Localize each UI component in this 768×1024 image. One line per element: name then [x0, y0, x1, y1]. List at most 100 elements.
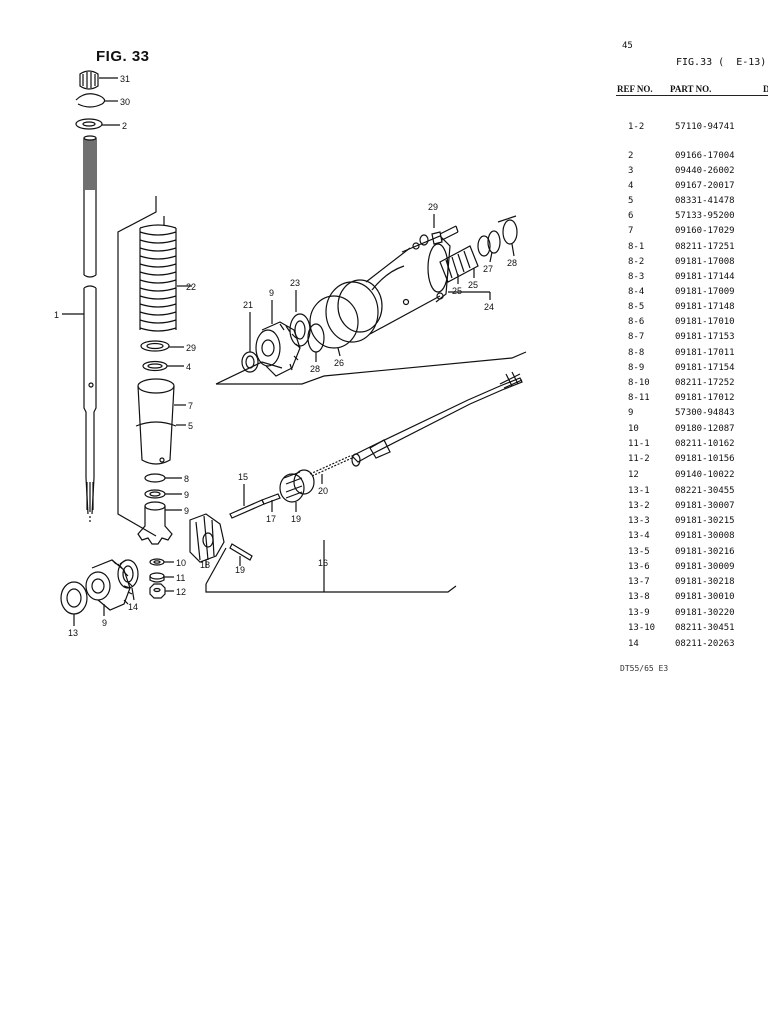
part-no-cell: 08331-41478 [675, 196, 735, 206]
callout-label: 24 [484, 302, 494, 312]
part-no-cell: 08211-17251 [675, 242, 735, 252]
spring-icon [279, 469, 315, 503]
pinion-gear-icon [137, 501, 173, 545]
spring-washer-icon [149, 572, 165, 583]
ref-no-cell: 8-4 [628, 287, 645, 297]
ref-no-cell: 3 [628, 166, 634, 176]
page-number: 45 [622, 41, 633, 51]
washer-icon [149, 558, 165, 566]
part-no-cell: 08211-17252 [675, 378, 735, 388]
part-no-cell: 09140-10022 [675, 470, 735, 480]
part-no-cell: 09181-30216 [675, 547, 735, 557]
ref-no-cell: 7 [628, 226, 634, 236]
ref-no-cell: 14 [628, 639, 639, 649]
ref-no-cell: 2 [628, 151, 634, 161]
push-rod-icon [229, 484, 265, 519]
callout-label: 29 [428, 202, 438, 212]
ref-no-cell: 13-2 [628, 501, 650, 511]
part-no-cell: 57110-94741 [675, 122, 735, 132]
bearing-icon [144, 489, 166, 499]
ref-no-cell: 8-11 [628, 393, 650, 403]
part-no-cell: 09181-17011 [675, 348, 735, 358]
callout-label: 14 [128, 602, 138, 612]
part-no-cell: 09167-20017 [675, 181, 735, 191]
callout-label: 1 [54, 310, 59, 320]
part-no-cell: 09181-17148 [675, 302, 735, 312]
part-no-cell: 09181-30218 [675, 577, 735, 587]
callout-label: 13 [68, 628, 78, 638]
ref-no-cell: 13-9 [628, 608, 650, 618]
part-no-cell: 09181-30009 [675, 562, 735, 572]
part-no-cell: 57133-95200 [675, 211, 735, 221]
callout-label: 20 [318, 486, 328, 496]
ref-no-cell: 8-7 [628, 332, 645, 342]
oil-seal-icon [487, 230, 501, 254]
ref-no-cell: 13-5 [628, 547, 650, 557]
part-no-cell: 09181-17009 [675, 287, 735, 297]
sleeve-bushing-icon [137, 378, 175, 465]
parts-list-title: FIG.33 ( E-13) [676, 57, 767, 68]
callout-label: 11 [176, 573, 185, 583]
callout-label: 4 [186, 362, 191, 372]
washer-icon [142, 360, 168, 372]
part-no-cell: 09181-17154 [675, 363, 735, 373]
shim-icon [60, 581, 88, 615]
bevel-gear-icon [255, 321, 301, 377]
ref-no-cell: 8-8 [628, 348, 645, 358]
part-no-cell: 09181-17008 [675, 257, 735, 267]
clip-icon [135, 421, 177, 427]
ref-no-cell: 8-6 [628, 317, 645, 327]
propeller-shaft-icon [350, 371, 523, 467]
ref-no-cell: 11-1 [628, 439, 650, 449]
part-no-cell: 09160-17029 [675, 226, 735, 236]
ref-no-cell: 13-3 [628, 516, 650, 526]
column-header-description: D [763, 84, 768, 94]
part-no-cell: 08211-30451 [675, 623, 735, 633]
ref-no-cell: 13-4 [628, 531, 650, 541]
oil-seal-icon [497, 215, 518, 245]
bolt-icon [419, 225, 459, 246]
exploded-diagram: 31 30 2 1 22 29 4 7 5 8 9 9 10 11 12 13 … [54, 70, 527, 638]
callout-label: 29 [186, 343, 196, 353]
pin-icon [229, 543, 253, 561]
ref-no-cell: 8-9 [628, 363, 645, 373]
ref-no-cell: 13-10 [628, 623, 656, 633]
ref-no-cell: 8-10 [628, 378, 650, 388]
spring-icon [309, 455, 353, 477]
part-no-cell: 08211-20263 [675, 639, 735, 649]
callout-label: 25 [452, 286, 462, 296]
column-header-ref-no: REF NO. [617, 84, 653, 94]
bellows-spring-icon [139, 216, 177, 332]
ref-no-cell: 9 [628, 408, 634, 418]
callout-label: 9 [269, 288, 274, 298]
callout-label: 26 [334, 358, 344, 368]
callout-label: 2 [122, 121, 127, 131]
ring-icon [144, 473, 166, 483]
ref-no-cell: 8-1 [628, 242, 645, 252]
callout-label: 15 [238, 472, 248, 482]
nut-icon [79, 70, 99, 90]
callout-label: 22 [186, 282, 196, 292]
callout-label: 25 [468, 280, 478, 290]
part-no-cell: 09181-30010 [675, 592, 735, 602]
ref-no-cell: 13-7 [628, 577, 650, 587]
part-no-cell: 08221-30455 [675, 486, 735, 496]
page-footer: DT55/65 E3 [620, 664, 669, 673]
ref-no-cell: 8-5 [628, 302, 645, 312]
part-no-cell: 09181-30215 [675, 516, 735, 526]
ref-no-cell: 13-6 [628, 562, 650, 572]
callout-label: 19 [235, 565, 245, 575]
bearing-icon [117, 559, 139, 589]
callout-label: 19 [291, 514, 301, 524]
callout-label: 16 [318, 558, 328, 568]
callout-label: 28 [507, 258, 517, 268]
callout-labels: 31 30 2 1 22 29 4 7 5 8 9 9 10 11 12 13 … [54, 74, 517, 638]
part-no-cell: 09181-17153 [675, 332, 735, 342]
ref-no-cell: 13-8 [628, 592, 650, 602]
part-no-cell: 09166-17004 [675, 151, 735, 161]
callout-label: 9 [184, 506, 189, 516]
part-no-cell: 09180-12087 [675, 424, 735, 434]
callout-label: 30 [120, 97, 130, 107]
ref-no-cell: 5 [628, 196, 634, 206]
